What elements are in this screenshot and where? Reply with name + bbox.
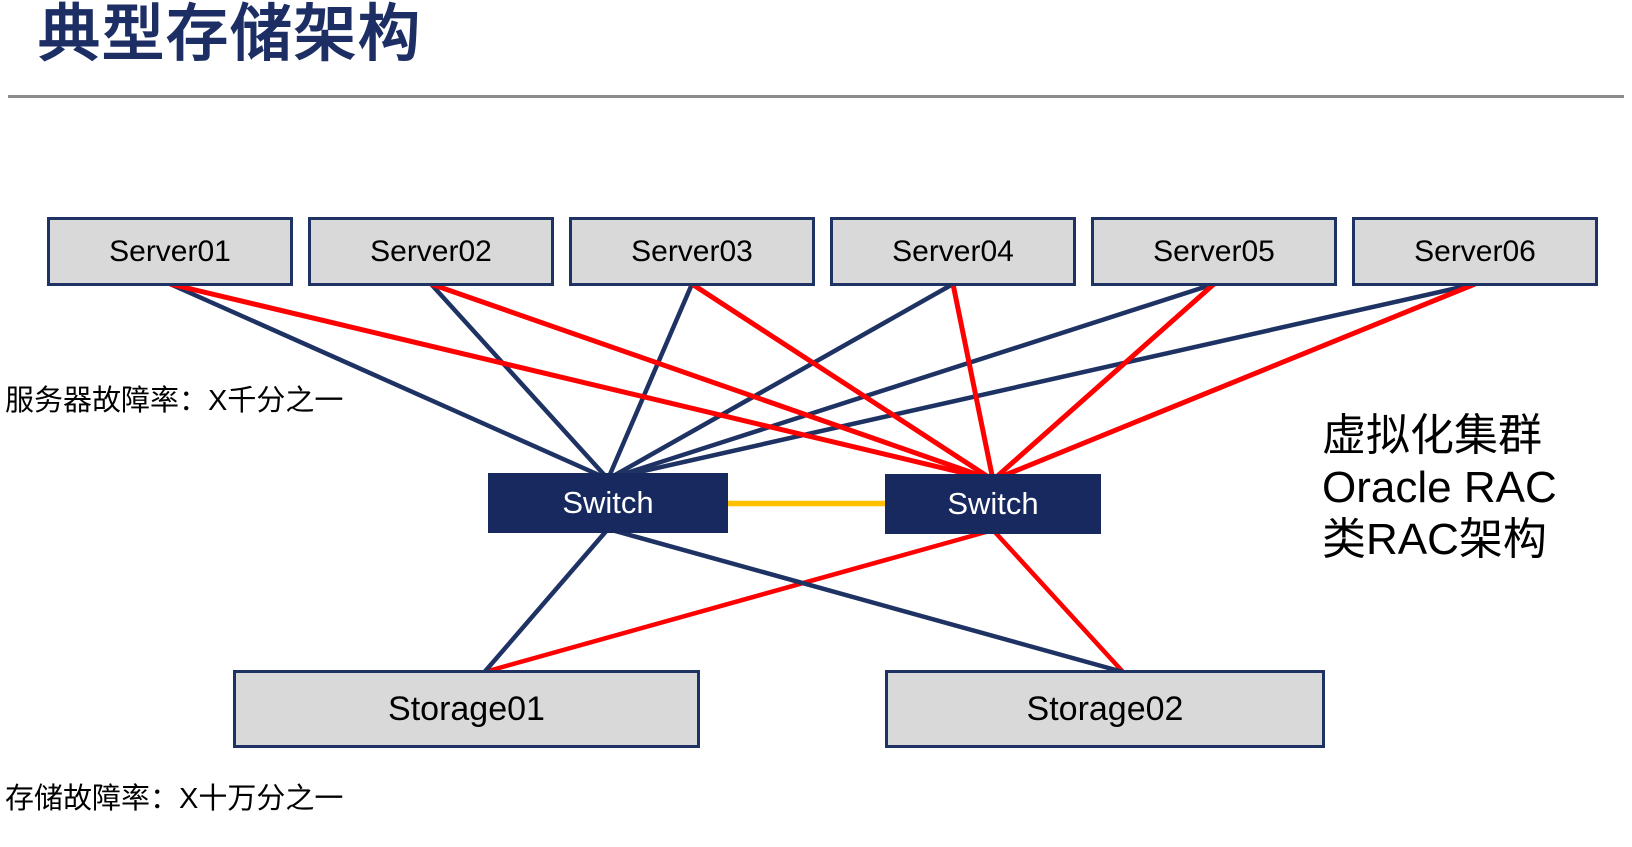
server-node: Server03 <box>569 217 815 286</box>
switch-node-label: Switch <box>562 485 654 520</box>
server-fault-rate-label: 服务器故障率：X千分之一 <box>5 385 344 417</box>
server-node: Server01 <box>47 217 293 286</box>
switch-node: Switch <box>885 474 1101 534</box>
switch-node: Switch <box>488 473 728 533</box>
server-node: Server02 <box>308 217 554 286</box>
storage-fault-rate-label: 存储故障率：X十万分之一 <box>5 783 344 815</box>
server-node-label: Server02 <box>370 234 492 268</box>
cluster-note-line-2: Oracle RAC <box>1322 463 1557 512</box>
storage-node: Storage01 <box>233 670 700 748</box>
storage-node-label: Storage01 <box>388 689 545 728</box>
cluster-note: 虚拟化集群 Oracle RAC 类RAC架构 <box>1322 410 1557 566</box>
server-node-label: Server04 <box>892 234 1014 268</box>
title-divider <box>8 95 1624 98</box>
server-node: Server06 <box>1352 217 1598 286</box>
server-node-label: Server03 <box>631 234 753 268</box>
server-node: Server04 <box>830 217 1076 286</box>
storage-node-label: Storage02 <box>1026 689 1184 728</box>
cluster-note-line-3: 类RAC架构 <box>1322 515 1547 564</box>
server-node-label: Server05 <box>1153 234 1275 268</box>
switch-node-label: Switch <box>947 486 1039 521</box>
server-node-label: Server01 <box>109 234 231 268</box>
cluster-note-line-1: 虚拟化集群 <box>1322 411 1542 460</box>
server-node: Server05 <box>1091 217 1337 286</box>
slide-title: 典型存储架构 <box>38 0 423 69</box>
storage-node: Storage02 <box>885 670 1325 748</box>
server-node-label: Server06 <box>1414 234 1536 268</box>
